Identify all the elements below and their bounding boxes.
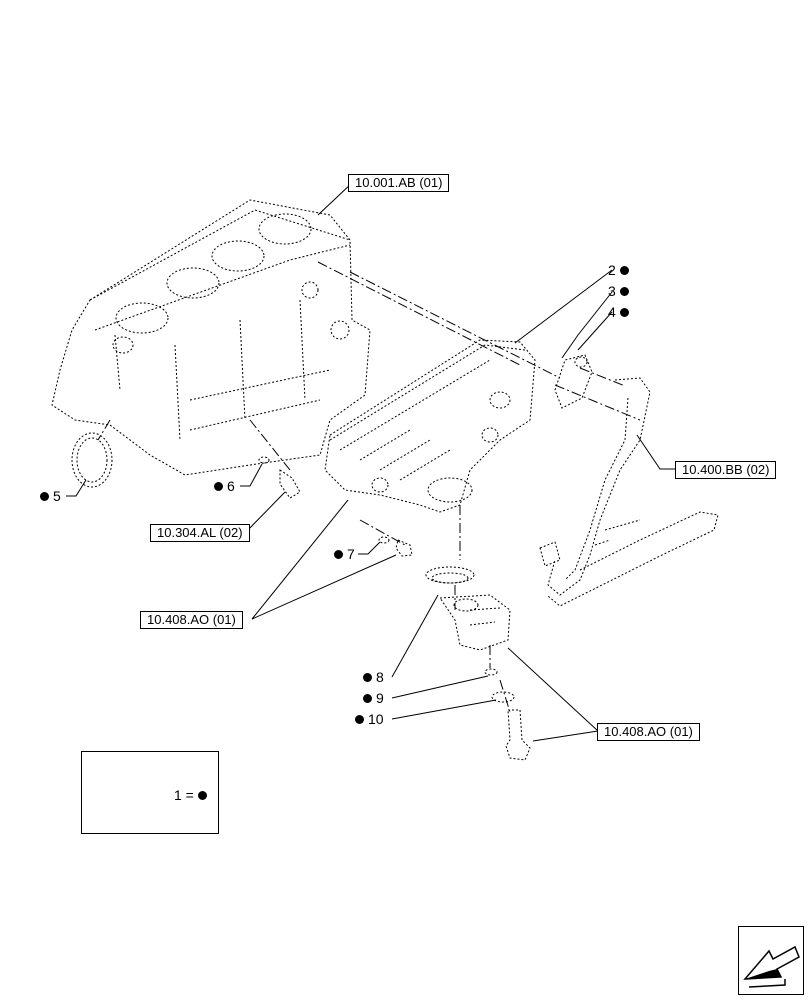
callout-9-number: 9 [376,690,384,706]
kit-dot-icon [334,549,343,559]
callout-8: 8 [359,669,384,685]
kit-legend-text: 1 = [174,787,211,803]
callout-10-number: 10 [368,711,384,727]
leader-lines [66,182,676,742]
oil-filter-head [425,566,511,651]
callout-4-number: 4 [608,304,616,320]
washer-6 [258,456,270,464]
callout-3-number: 3 [608,283,616,299]
o-ring-9 [491,691,515,703]
fitting-10 [505,709,531,761]
kit-legend: 1 = [81,751,219,834]
gasket [554,354,593,409]
callout-2: 2 [608,262,633,278]
kit-dot-icon [619,286,629,296]
reference-oil-filter[interactable]: 10.408.AO (01) [597,723,700,741]
bolt-7 [395,539,413,557]
callout-7: 7 [330,546,355,562]
callout-5: 5 [36,488,61,504]
kit-dot-icon [214,481,223,491]
engine-block [51,199,371,476]
water-pipe [539,377,719,607]
kit-dot-icon [619,307,629,317]
nav-arrow-icon [743,945,800,988]
bolt-6 [279,469,301,499]
oil-cooler-housing [324,339,536,513]
seal-ring-5-inner [76,437,108,483]
washer-7 [378,536,390,544]
callout-5-number: 5 [53,488,61,504]
reference-water-pipe[interactable]: 10.400.BB (02) [675,461,777,479]
callout-6-number: 6 [227,478,235,494]
nav-arrow-button[interactable] [738,926,804,995]
callout-6: 6 [210,478,235,494]
seal-ring-5 [71,432,113,488]
kit-dot-icon [40,491,49,501]
reference-oil-cooler[interactable]: 10.408.AO (01) [140,611,243,629]
o-ring-8 [484,668,498,676]
assembly-lines [97,261,641,713]
reference-block[interactable]: 10.001.AB (01) [348,174,450,192]
o-ring-4 [574,356,588,368]
kit-dot-icon [619,265,629,275]
callout-8-number: 8 [376,669,384,685]
kit-dot-icon [363,672,372,682]
callout-3: 3 [608,283,633,299]
kit-dot-icon [197,790,207,800]
callout-9: 9 [359,690,384,706]
callout-4: 4 [608,304,633,320]
kit-dot-icon [363,693,372,703]
callout-7-number: 7 [347,546,355,562]
callout-10: 10 [351,711,384,727]
callout-2-number: 2 [608,262,616,278]
reference-bolt[interactable]: 10.304.AL (02) [150,524,250,542]
kit-dot-icon [355,714,364,724]
kit-legend-equation: 1 = [174,787,194,803]
